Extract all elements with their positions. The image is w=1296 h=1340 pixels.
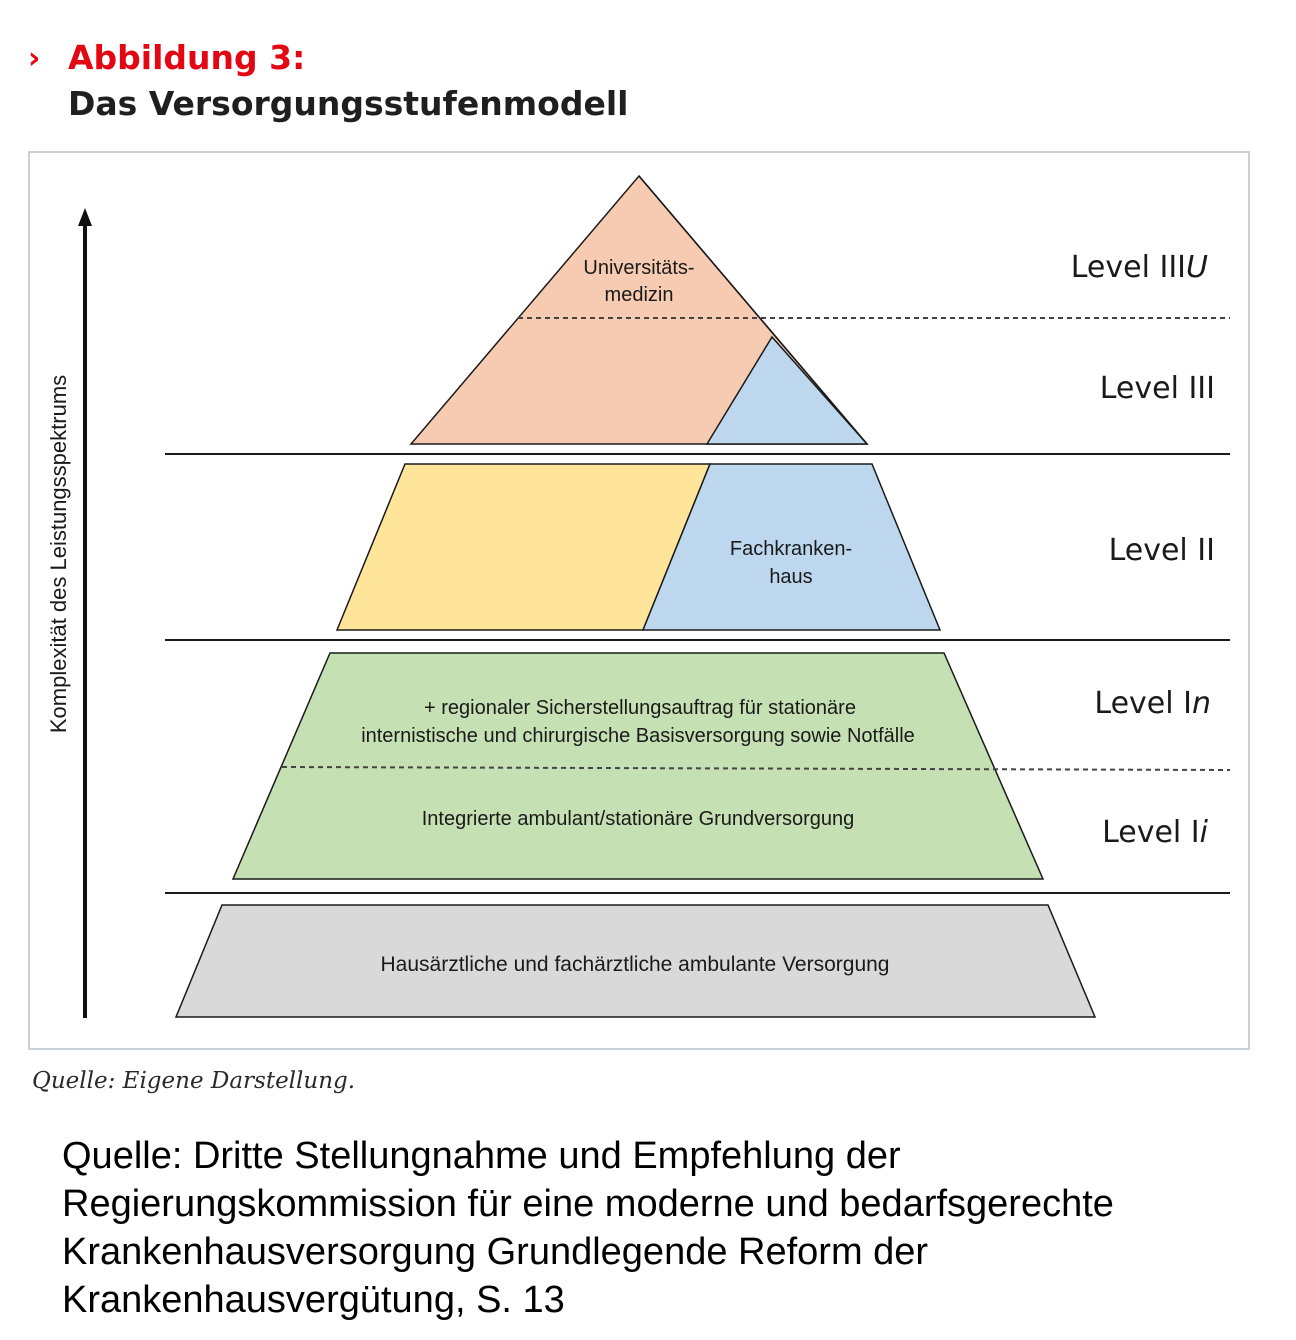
figure-title: Das Versorgungsstufenmodell bbox=[68, 84, 629, 123]
regional-mandate-line1: + regionaler Sicherstellungsauftrag für … bbox=[424, 697, 856, 719]
axis-label: Komplexität des Leistungsspektrums bbox=[46, 375, 71, 733]
university-label-line2: medizin bbox=[605, 284, 674, 306]
source-note: Quelle: Dritte Stellungnahme und Empfehl… bbox=[62, 1132, 1262, 1324]
source-note-line: Krankenhausversorgung Grundlegende Refor… bbox=[62, 1231, 929, 1273]
specialist-label-line2: haus bbox=[769, 566, 812, 588]
level-3u-label: Level IIIU bbox=[1071, 250, 1208, 285]
figure-caption: Quelle: Eigene Darstellung. bbox=[32, 1068, 356, 1094]
level-2-label: Level II bbox=[1109, 533, 1215, 568]
source-note-line: Quelle: Dritte Stellungnahme und Empfehl… bbox=[62, 1135, 901, 1177]
university-label-line1: Universitäts- bbox=[583, 257, 694, 279]
salmon-outline-right bbox=[638, 175, 868, 445]
basic-care-block bbox=[231, 652, 1045, 880]
source-note-line: Krankenhausvergütung, S. 13 bbox=[62, 1279, 565, 1321]
specialist-level3-block bbox=[705, 335, 869, 445]
chevron-right-icon: › bbox=[28, 41, 41, 76]
outpatient-care-label: Hausärztliche und fachärztliche ambulant… bbox=[381, 953, 890, 976]
regional-mandate-line2: internistische und chirurgische Basisver… bbox=[361, 725, 915, 747]
figure-label: Abbildung 3: bbox=[68, 38, 306, 77]
pyramid-diagram: Komplexität des Leistungsspektrums Unive… bbox=[46, 174, 1231, 1018]
level-3-label: Level III bbox=[1100, 371, 1215, 406]
source-note-line: Regierungskommission für eine moderne un… bbox=[62, 1183, 1114, 1225]
axis-arrow-head-icon bbox=[78, 208, 92, 226]
level-1n-label: Level In bbox=[1094, 686, 1211, 721]
integrated-care-label: Integrierte ambulant/stationäre Grundver… bbox=[422, 808, 854, 830]
specialist-label-line1: Fachkranken- bbox=[730, 538, 852, 560]
outpatient-care-block bbox=[174, 904, 1097, 1018]
specialist-hospital-block bbox=[641, 463, 942, 631]
level-1i-label: Level Ii bbox=[1102, 815, 1209, 850]
